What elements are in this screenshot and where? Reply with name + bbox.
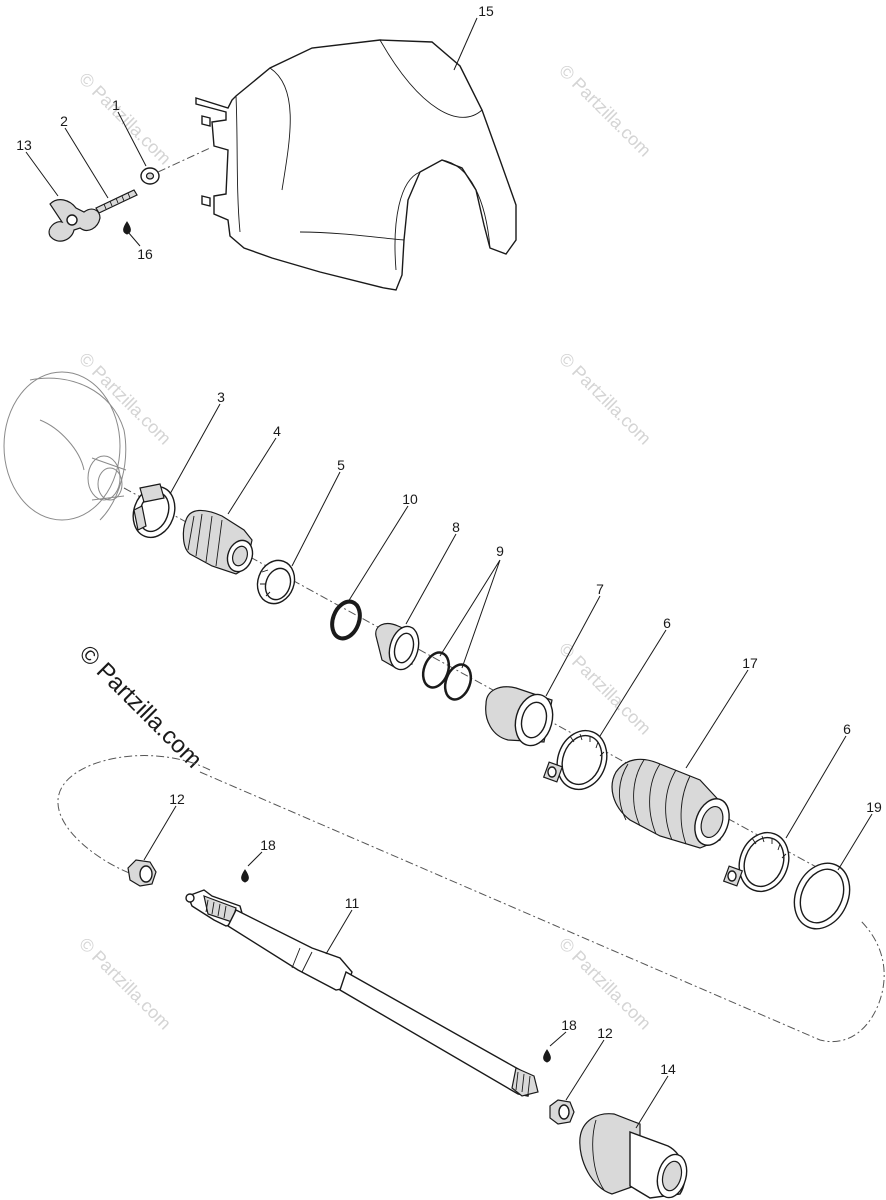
callout-4: 4 <box>273 423 281 439</box>
pulley-ghost <box>3 371 127 521</box>
part-15-cover <box>195 39 517 291</box>
watermark-center-right: © Partzilla.com <box>555 639 655 739</box>
part-8-bushing <box>375 623 420 671</box>
callout-8: 8 <box>452 519 460 535</box>
callout-2: 2 <box>60 113 68 129</box>
part-10-o-ring <box>330 599 362 641</box>
callout-6-b: 6 <box>843 721 851 737</box>
part-13-wing-nut <box>48 199 101 242</box>
callout-14: 14 <box>660 1061 676 1077</box>
callout-18-b: 18 <box>561 1017 577 1033</box>
watermark-top-right: © Partzilla.com <box>555 61 655 161</box>
leader-lines <box>25 17 873 1129</box>
callout-12-a: 12 <box>169 791 185 807</box>
part-3-clamp <box>132 483 176 539</box>
callout-6-a: 6 <box>663 615 671 631</box>
callout-15: 15 <box>478 3 494 19</box>
part-1-washer <box>140 167 160 185</box>
part-5-ring <box>256 559 296 605</box>
part-14-bearing-housing <box>579 1113 688 1199</box>
part-12-nut-b <box>549 1099 575 1125</box>
part-7-sleeve <box>485 686 554 747</box>
callout-3: 3 <box>217 389 225 405</box>
part-6-hose-clamp-b <box>722 831 790 893</box>
callout-9: 9 <box>496 543 504 559</box>
callout-17: 17 <box>742 655 758 671</box>
callout-1: 1 <box>112 97 120 113</box>
part-18-grease-drop-a <box>241 869 249 883</box>
callout-19: 19 <box>866 799 882 815</box>
watermark-bottom-left: © Partzilla.com <box>75 934 175 1034</box>
part-2-stud <box>95 189 138 214</box>
part-4-boot <box>182 509 254 575</box>
watermark-mid-left: © Partzilla.com <box>75 349 175 449</box>
part-18-grease-drop-b <box>543 1049 551 1063</box>
callout-11: 11 <box>345 895 360 911</box>
callout-12-b: 12 <box>597 1025 613 1041</box>
shaft-group-outline <box>57 755 885 1043</box>
part-6-hose-clamp-a <box>542 729 608 791</box>
part-17-bellow-boot <box>611 758 730 849</box>
watermark-mid-right: © Partzilla.com <box>555 349 655 449</box>
callout-18-a: 18 <box>260 837 276 853</box>
assembly-axis-top <box>157 147 211 173</box>
part-12-nut-a <box>127 859 157 887</box>
callout-13: 13 <box>16 137 32 153</box>
part-19-ring <box>793 862 851 930</box>
callout-numbers: 15 1 2 13 16 3 4 5 10 8 9 7 6 17 6 19 12… <box>16 3 882 1077</box>
part-16-lubricant-drop <box>123 221 131 235</box>
watermark-logo-text: © Partzilla.com <box>74 640 207 773</box>
callout-7: 7 <box>596 581 604 597</box>
callout-16: 16 <box>137 246 153 262</box>
callout-5: 5 <box>337 457 345 473</box>
callout-10: 10 <box>402 491 418 507</box>
part-11-drive-shaft <box>185 889 539 1097</box>
watermark-top-left: © Partzilla.com <box>75 69 175 169</box>
